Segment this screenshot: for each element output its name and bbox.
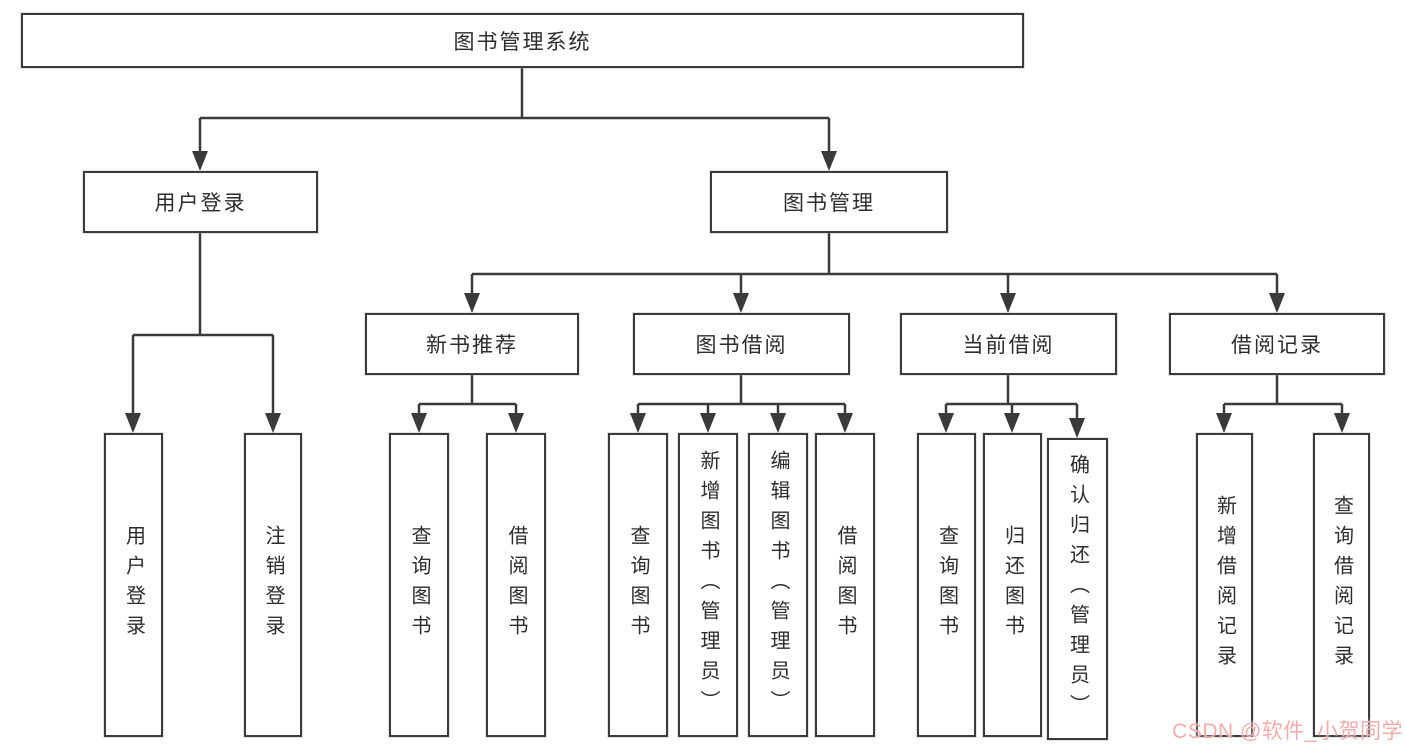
edge-new-book-to-leaves <box>417 375 518 416</box>
arrow-down-icon <box>1004 413 1020 433</box>
arrow-down-icon <box>821 151 837 171</box>
leaf-borrow-books-borrowing: 借阅图书 <box>815 433 875 737</box>
arrow-down-icon <box>770 413 786 433</box>
csdn-watermark: CSDN @软件_小贺同学 <box>1172 720 1403 743</box>
node-borrowing-records: 借阅记录 <box>1169 313 1385 375</box>
arrow-down-icon <box>1334 413 1350 433</box>
arrow-down-icon <box>1000 293 1016 313</box>
leaf-add-book-admin: 新增图书（管理员） <box>678 433 738 737</box>
arrow-down-icon <box>837 413 853 433</box>
leaf-query-books-current: 查询图书 <box>917 433 976 737</box>
leaf-query-borrow-record: 查询借阅记录 <box>1313 433 1370 737</box>
node-user-login: 用户登录 <box>83 171 318 233</box>
arrow-down-icon <box>411 413 427 433</box>
edge-borrowing-to-leaves <box>636 375 847 416</box>
leaf-logout: 注销登录 <box>244 433 302 737</box>
arrow-down-icon <box>733 293 749 313</box>
arrow-down-icon <box>938 413 954 433</box>
edge-root-to-level2 <box>198 68 831 154</box>
arrow-down-icon <box>1069 418 1085 438</box>
node-library-management-system: 图书管理系统 <box>21 13 1024 68</box>
leaf-add-borrow-record: 新增借阅记录 <box>1196 433 1253 737</box>
leaf-return-books: 归还图书 <box>983 433 1042 737</box>
arrow-down-icon <box>1269 293 1285 313</box>
arrow-down-icon <box>464 293 480 313</box>
node-book-management: 图书管理 <box>710 171 948 233</box>
leaf-borrow-books-recommend: 借阅图书 <box>486 433 546 737</box>
leaf-query-books-borrowing: 查询图书 <box>608 433 668 737</box>
node-book-borrowing: 图书借阅 <box>633 313 850 375</box>
arrow-down-icon <box>125 413 141 433</box>
leaf-query-books-recommend: 查询图书 <box>389 433 449 737</box>
leaf-user-login: 用户登录 <box>104 433 163 737</box>
node-current-borrowing: 当前借阅 <box>900 313 1117 375</box>
arrow-down-icon <box>192 151 208 171</box>
edge-book-mgmt-to-level3 <box>470 233 1279 296</box>
arrow-down-icon <box>265 413 281 433</box>
leaf-edit-book-admin: 编辑图书（管理员） <box>748 433 808 737</box>
arrowheads <box>125 151 1350 438</box>
arrow-down-icon <box>630 413 646 433</box>
leaf-confirm-return-admin: 确认归还（管理员） <box>1047 438 1108 740</box>
edge-current-to-leaves <box>944 375 1079 421</box>
node-new-book-recommendation: 新书推荐 <box>365 313 579 375</box>
edge-user-login-to-leaves <box>131 233 275 416</box>
arrow-down-icon <box>508 413 524 433</box>
edge-records-to-leaves <box>1222 375 1344 416</box>
arrow-down-icon <box>1216 413 1232 433</box>
arrow-down-icon <box>700 413 716 433</box>
